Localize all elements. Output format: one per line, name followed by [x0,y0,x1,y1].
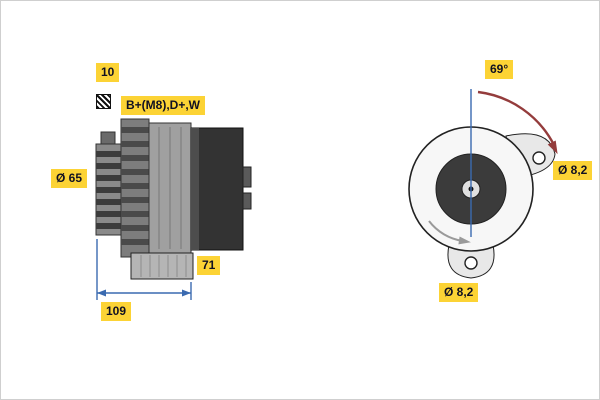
label-pulley-diameter: Ø 65 [51,169,88,188]
stator-body [148,122,192,254]
alternator-rear-view [408,126,556,279]
pulley-nut [100,131,116,145]
dimension-arrow-right-icon [182,289,191,297]
label-terminals: B+(M8),D+,W [121,96,206,115]
dimension-arrow-left-icon [97,289,106,297]
angle-arrow-icon [547,140,558,155]
label-mounting-angle: 69° [485,60,514,79]
alternator-side-view [95,118,252,280]
pulley [95,143,122,236]
label-foot-width: 71 [197,256,221,275]
angle-annotation [470,89,558,237]
label-hole-diameter-top: Ø 8,2 [553,161,593,180]
drive-end-housing [120,118,150,258]
mounting-foot [130,252,194,280]
terminal-studs [242,166,252,210]
angle-arc [477,90,556,146]
dimension-lines [96,239,192,300]
label-terminal-size: 10 [96,63,120,82]
label-hole-diameter-bottom: Ø 8,2 [439,283,479,302]
rotation-arrow-icon [428,220,471,245]
mounting-hole-top [532,151,546,165]
mounting-hole-bottom [464,256,478,270]
rear-cover [190,127,244,251]
label-overall-length: 109 [101,302,132,321]
hatch-icon [96,94,111,109]
